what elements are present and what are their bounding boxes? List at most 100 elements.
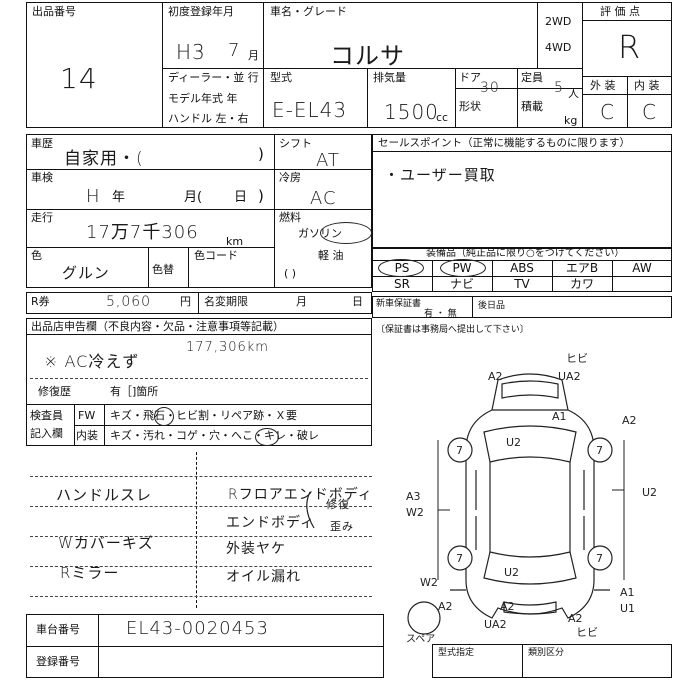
mileage-value: 17万7千306 [86,222,199,243]
mark-trunk-u2: U2 [504,566,519,579]
note-side-1: 修復 [326,498,350,511]
pw-circle [440,259,486,277]
spare-tire-icon [407,601,441,635]
mark-wheel-rl: 7 [456,552,463,565]
repair-label: 修復歴 [38,385,71,398]
note-right-3: 外装ヤケ [226,541,286,557]
inspection-value: H [86,186,101,207]
equipment-label: 装備品（純正品に限り○をつけてください） [426,248,625,259]
declaration-label: 出品店申告欄（不良内容・欠品・注意事項等記載） [31,320,284,333]
interior-label: 内 装 [634,79,660,92]
lot-number: 14 [60,62,98,95]
mark-right-a2: A2 [622,414,637,427]
inspector-label-2: 記入欄 [30,427,63,440]
mileage-unit: km [226,235,244,248]
equip-sr: SR [394,277,410,291]
mark-left-w2: W2 [406,506,424,519]
recycle-frame [26,292,372,314]
displacement-unit: cc [436,111,449,124]
exterior-label: 外 装 [590,79,616,92]
inspection-label: 車検 [31,171,53,184]
inspector-label-1: 検査員 [30,409,63,422]
mark-left-a3: A3 [406,490,421,503]
mark-rear-w2: W2 [420,576,438,589]
mark-roof-u2: U2 [506,436,521,449]
mark-rear-ua2: UA2 [484,618,507,631]
note-right-2: エンドボディ [226,515,316,531]
ac-value: AC [310,188,337,209]
model-label: 型式 [270,71,292,84]
fw-items: キズ・飛石・ヒビ割・リペア跡・Ｘ要 [110,409,297,422]
note-left-1: ハンドルスレ [56,486,153,504]
header-frame [26,2,672,128]
note-right-4: オイル漏れ [226,569,301,585]
ps-circle [378,259,424,277]
name-label: 車名・グレード [270,5,347,18]
type-designation-label: 型式指定 [438,648,475,658]
declaration-line1: ※ AC冷えず [44,352,140,371]
recycle-label: R券 [31,295,50,308]
ac-label: 冷房 [279,171,301,184]
history-close: ) [258,145,264,163]
shape-label: 形状 [459,100,481,113]
history-frame [26,134,372,288]
note-right-1: Rフロアエンドボディ [228,487,373,503]
first-reg-month-unit: 月 [248,49,259,62]
mark-wheel-fr: 7 [596,444,603,457]
equip-navi: ナビ [449,277,474,291]
equipment-frame [372,248,672,292]
shift-value: AT [316,150,340,171]
capacity-value: 5 [554,80,564,96]
inspection-year: 年 [112,190,126,205]
inspection-month: 月( [184,190,203,205]
mark-rear-a2-c: A2 [568,612,583,625]
load-label: 積載 [521,100,543,113]
mark-wheel-rr: 7 [596,552,603,565]
note-bracket [306,491,315,529]
mark-right-u2: U2 [642,486,657,499]
load-unit: kg [564,114,578,127]
damage-diagram: A2 ヒビ UA2 A1 A2 U2 A3 W2 U2 A2 A2 UA2 ヒビ… [406,352,657,645]
equip-aw: AW [632,261,652,275]
handle-label: ハンドル 左・右 [168,112,249,125]
next-day-label: 後日品 [478,301,506,311]
sales-point-label: セールスポイント（正常に機能するものに限ります） [378,137,630,149]
mark-rear-a1: A1 [620,586,635,599]
first-reg-month: 7 [228,40,241,61]
fuel-label: 燃料 [279,211,301,224]
spare-label: スペア [406,634,435,645]
new-warranty-label: 新車保証書 [376,299,422,309]
repair-value: 有［]箇所 [110,385,159,398]
displacement-label: 排気量 [373,71,406,84]
declaration-frame [26,318,372,446]
fuel-diesel: 軽 油 [318,249,344,262]
note-left-2: Wカバーキズ [58,534,154,552]
registration-label: 登録番号 [36,655,80,668]
warranty-note: 〔保証書は事務局へ提出して下さい〕 [376,325,529,335]
lot-label: 出品番号 [32,5,76,18]
mark-front-crack: ヒビ [566,352,588,365]
displacement-value: 1500 [384,100,439,124]
inspection-day: 日 [234,190,248,205]
recycle-unit: 円 [180,295,191,308]
drive-2wd: 2WD [545,15,572,28]
mark-front-ua2: UA2 [558,370,581,383]
fuel-paren: ( ) [284,267,297,280]
mileage-label: 走行 [31,211,53,224]
equip-airbag: エアB [565,261,599,275]
name-change-label: 名変期限 [204,295,248,308]
sales-point-frame [372,134,672,248]
new-warranty-options: 有 ・ 無 [424,309,457,319]
inspection-close: ) [258,187,264,205]
color-change-label: 色替 [152,263,174,276]
warranty-frame [372,296,672,318]
chassis-value: EL43-0020453 [126,618,269,639]
note-left-3: Rミラー [60,564,120,582]
color-label: 色 [31,249,42,262]
mark-front-a1: A1 [552,410,567,423]
first-reg-label: 初度登録年月 [168,5,234,18]
door-value: 30 [480,80,500,96]
grade-label: 評 価 点 [600,5,640,18]
drive-4wd: 4WD [545,41,572,54]
mark-rear-a2: A2 [438,600,453,613]
